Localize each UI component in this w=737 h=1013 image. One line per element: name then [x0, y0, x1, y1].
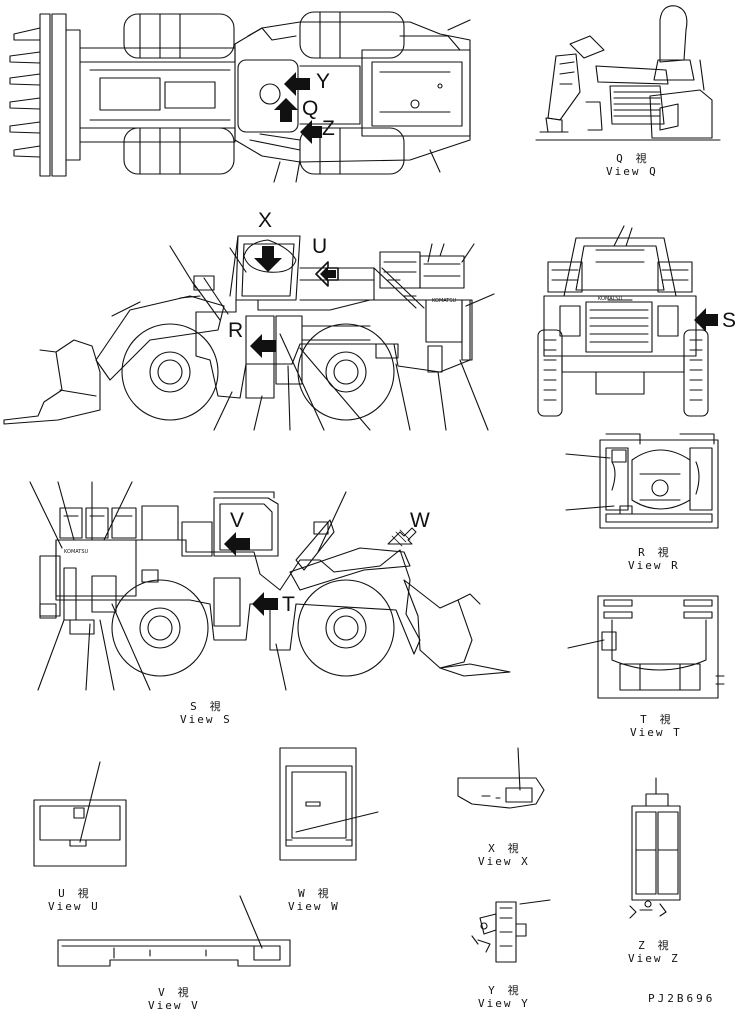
caption-view-q: Q 視 View Q: [606, 152, 658, 178]
caption-view-q-jp: Q 視: [616, 152, 648, 165]
caption-view-q-en: View Q: [606, 165, 658, 178]
view-letter-t: T: [282, 593, 295, 616]
svg-text:KOMATSU: KOMATSU: [64, 549, 89, 555]
caption-view-s-en: View S: [180, 713, 232, 726]
caption-view-z-jp: Z 視: [638, 939, 670, 952]
view-letter-x: X: [258, 209, 273, 232]
front-view-rear: KOMATSU: [537, 225, 709, 417]
view-letter-q-top: Q: [302, 97, 319, 120]
caption-view-r-jp: R 視: [638, 546, 670, 559]
view-w-detail: [279, 747, 379, 861]
view-arrow-v: [224, 532, 250, 556]
caption-view-t-en: View T: [630, 726, 682, 739]
caption-view-y: Y 視 View Y: [478, 984, 530, 1010]
caption-view-v-en: View V: [148, 999, 200, 1012]
view-u-detail: [33, 761, 127, 867]
view-arrow-r: [250, 334, 276, 358]
drawing-code: PJ2B696: [648, 992, 716, 1005]
svg-text:KOMATSU: KOMATSU: [432, 298, 457, 304]
caption-view-z: Z 視 View Z: [628, 939, 680, 965]
caption-view-s: S 視 View S: [180, 700, 232, 726]
caption-view-x-jp: X 視: [488, 842, 520, 855]
view-z-detail: [629, 777, 681, 919]
side-view-right: KOMATSU: [29, 481, 511, 691]
view-v-detail: [57, 895, 291, 967]
view-arrow-y-top: [284, 72, 310, 96]
caption-view-u-en: View U: [48, 900, 100, 913]
caption-view-r: R 視 View R: [628, 546, 680, 572]
view-t-detail: [567, 595, 725, 699]
view-letter-y-top: Y: [316, 70, 331, 93]
svg-text:KOMATSU: KOMATSU: [598, 296, 623, 302]
caption-view-u: U 視 View U: [48, 887, 100, 913]
view-letter-r: R: [228, 319, 244, 342]
caption-view-x-en: View X: [478, 855, 530, 868]
caption-view-s-jp: S 視: [190, 700, 222, 713]
view-arrow-w: [387, 527, 417, 547]
view-arrow-u: [315, 261, 339, 287]
view-arrow-x: [243, 239, 297, 273]
view-q-seat: [535, 5, 721, 141]
view-letter-v: V: [230, 509, 245, 532]
caption-view-v: V 視 View V: [148, 986, 200, 1012]
view-y-detail: [471, 899, 551, 963]
caption-view-t: T 視 View T: [630, 713, 682, 739]
caption-view-w-en: View W: [288, 900, 340, 913]
view-arrow-q-top: [274, 98, 298, 122]
view-arrow-z-top: [300, 120, 322, 144]
caption-view-w-jp: W 視: [298, 887, 330, 900]
view-arrow-t: [252, 592, 278, 616]
view-letter-u: U: [312, 235, 328, 258]
caption-view-u-jp: U 視: [58, 887, 90, 900]
caption-view-r-en: View R: [628, 559, 680, 572]
side-view-left: KOMATSU: [3, 235, 495, 431]
caption-view-y-jp: Y 視: [488, 984, 520, 997]
view-x-detail: [457, 747, 545, 809]
view-arrow-s: [694, 308, 718, 332]
caption-view-w: W 視 View W: [288, 887, 340, 913]
caption-view-y-en: View Y: [478, 997, 530, 1010]
caption-view-t-jp: T 視: [640, 713, 672, 726]
caption-view-x: X 視 View X: [478, 842, 530, 868]
view-letter-w: W: [410, 509, 430, 532]
view-r-detail: [565, 433, 719, 529]
view-letter-z-top: Z: [322, 117, 335, 140]
caption-view-v-jp: V 視: [158, 986, 190, 999]
top-view-loader: [9, 11, 471, 183]
view-letter-s: S: [722, 309, 737, 332]
caption-view-z-en: View Z: [628, 952, 680, 965]
